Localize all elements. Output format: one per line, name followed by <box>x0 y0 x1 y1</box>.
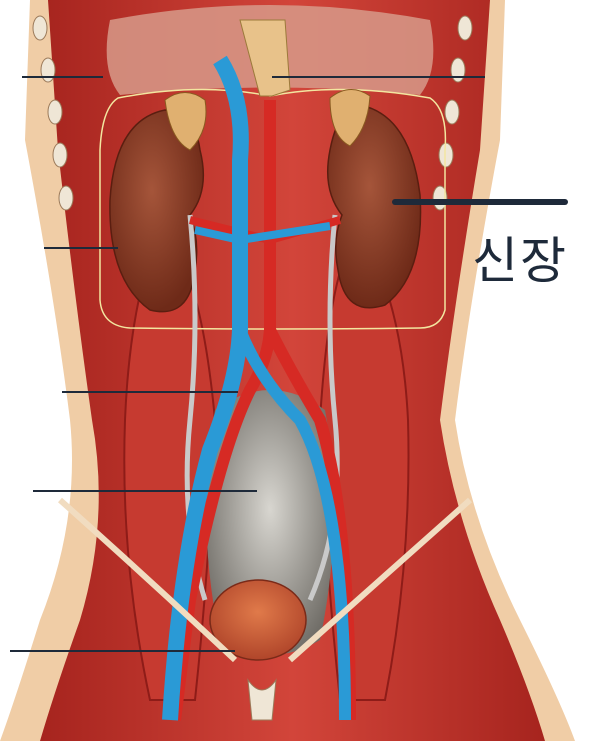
kidney-label: 신장 <box>472 236 568 286</box>
